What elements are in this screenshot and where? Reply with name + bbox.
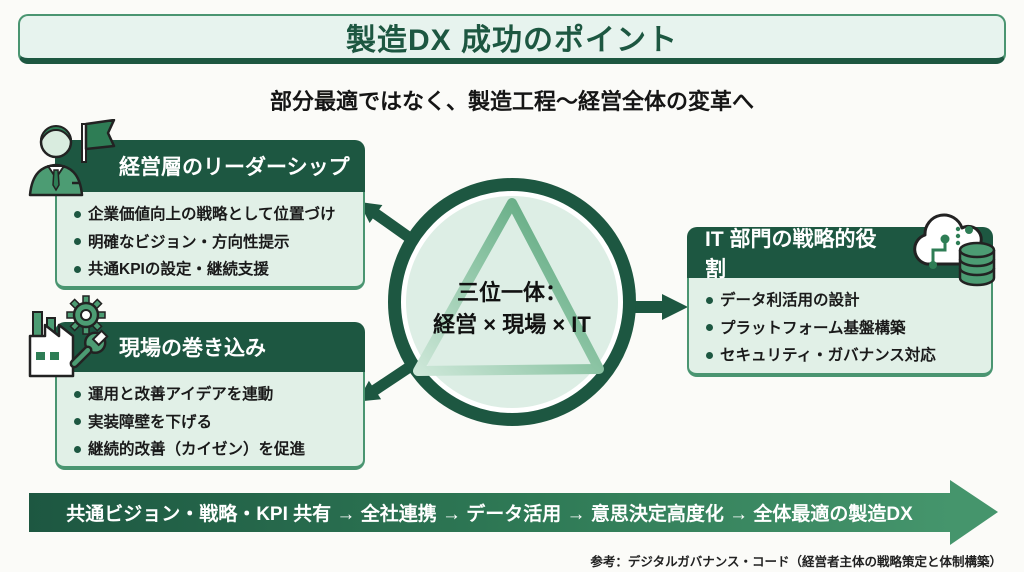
flow-banner-text: 共通ビジョン・戦略・KPI 共有 → 全社連携 → データ活用 → 意思決定高度… (66, 504, 913, 525)
cloud-database-icon (913, 213, 996, 287)
box-leadership-list: 企業価値向上の戦略として位置づけ 明確なビジョン・方向性提示 共通KPIの設定・… (71, 201, 353, 284)
manager-flag-icon (28, 119, 116, 197)
box-leadership-title: 経営層のリーダーシップ (119, 156, 350, 179)
list-item: 運用と改善アイデアを連動 (71, 381, 353, 409)
flow-banner-arrowhead-icon (950, 480, 998, 545)
box-genba-header: 現場の巻き込み (55, 322, 365, 372)
list-item: 明確なビジョン・方向性提示 (71, 229, 353, 257)
list-item: プラットフォーム基盤構築 (703, 315, 981, 343)
subtitle: 部分最適ではなく、製造工程～経営全体の変革へ (269, 89, 754, 114)
factory-gear-wrench-icon (28, 295, 109, 378)
box-it-body: データ利活用の設計 プラットフォーム基盤構築 セキュリティ・ガバナンス対応 (687, 278, 993, 377)
list-item: 実装障壁を下げる (71, 409, 353, 437)
box-leadership-header: 経営層のリーダーシップ (55, 140, 365, 192)
box-leadership: 経営層のリーダーシップ 企業価値向上の戦略として位置づけ 明確なビジョン・方向性… (55, 140, 365, 290)
list-item: データ利活用の設計 (703, 287, 981, 315)
list-item: 企業価値向上の戦略として位置づけ (71, 201, 353, 229)
trinity-label: 三位一体： 経営 × 現場 × IT (401, 277, 623, 341)
box-genba-body: 運用と改善アイデアを連動 実装障壁を下げる 継続的改善（カイゼン）を促進 (55, 372, 365, 470)
arrow-to-it (620, 294, 688, 320)
page-title: 製造DX 成功のポイント (345, 24, 678, 57)
list-item: 継続的改善（カイゼン）を促進 (71, 436, 353, 464)
list-item: 共通KPIの設定・継続支援 (71, 256, 353, 284)
box-genba-list: 運用と改善アイデアを連動 実装障壁を下げる 継続的改善（カイゼン）を促進 (71, 381, 353, 464)
box-genba: 現場の巻き込み 運用と改善アイデアを連動 実装障壁を下げる 継続的改善（カイゼン… (55, 322, 365, 470)
trinity-line2: 経営 × 現場 × IT (433, 311, 591, 337)
box-it-title: IT 部門の戦略的役割 (705, 227, 877, 281)
box-leadership-body: 企業価値向上の戦略として位置づけ 明確なビジョン・方向性提示 共通KPIの設定・… (55, 192, 365, 290)
trinity-line1: 三位一体： (456, 280, 567, 305)
flow-banner: 共通ビジョン・戦略・KPI 共有 → 全社連携 → データ活用 → 意思決定高度… (29, 493, 950, 532)
footer-reference: 参考：デジタルガバナンス・コード（経営者主体の戦略策定と体制構築） (590, 555, 1002, 569)
box-genba-title: 現場の巻き込み (119, 337, 266, 360)
triangle-icon (413, 198, 604, 376)
title-banner: 製造DX 成功のポイント (18, 14, 1006, 64)
box-it-list: データ利活用の設計 プラットフォーム基盤構築 セキュリティ・ガバナンス対応 (703, 287, 981, 370)
trinity-circle: 三位一体： 経営 × 現場 × IT (388, 178, 636, 426)
list-item: セキュリティ・ガバナンス対応 (703, 342, 981, 370)
